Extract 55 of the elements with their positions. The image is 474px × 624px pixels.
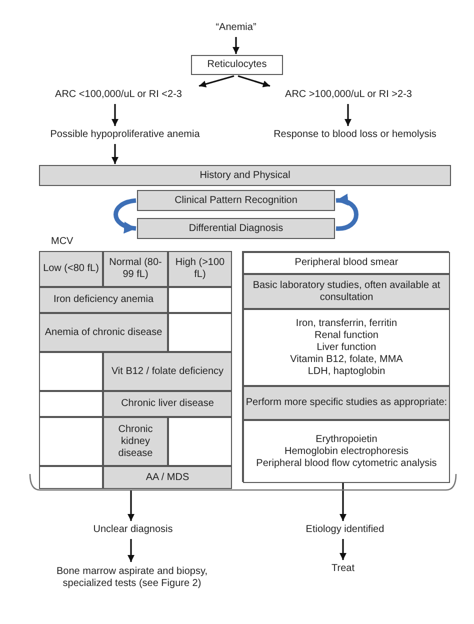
arrow xyxy=(238,75,270,88)
arrow xyxy=(112,144,118,164)
arrow xyxy=(340,483,346,521)
flow-text: ARC <100,000/uL or RI <2-3 xyxy=(40,87,197,103)
table-cell xyxy=(243,420,450,483)
list-item: Renal function xyxy=(314,330,378,342)
flow-text: Etiology identified xyxy=(285,522,405,538)
arrow xyxy=(112,104,118,126)
table-cell xyxy=(168,417,232,466)
table-cell: Anemia of chronic disease xyxy=(39,313,168,352)
table-cell: Chronic liver disease xyxy=(103,391,232,417)
table-cell: Peripheral blood smear xyxy=(243,252,450,274)
table-cell: Chronic kidney disease xyxy=(103,417,168,466)
table-cell xyxy=(39,466,103,489)
table-cell: Normal (80-99 fL) xyxy=(103,251,168,287)
process-box: Reticulocytes xyxy=(191,55,283,75)
table-cell: Perform more specific studies as appropriate: xyxy=(243,386,450,420)
list-item: Iron, transferrin, ferritin xyxy=(296,318,398,330)
arrow xyxy=(128,539,134,562)
table-cell: Low (<80 fL) xyxy=(39,251,103,287)
arrow xyxy=(128,490,134,521)
table-cell: Basic laboratory studies, often available at consultation xyxy=(243,274,450,309)
flow-text: Possible hypoproliferative anemia xyxy=(30,127,220,143)
process-box: Differential Diagnosis xyxy=(137,218,335,239)
arrow xyxy=(340,539,346,560)
process-box: History and Physical xyxy=(39,165,451,186)
table-cell: Iron deficiency anemia xyxy=(39,287,168,313)
table-cell xyxy=(168,287,232,313)
table-cell: Vit B12 / folate deficiency xyxy=(103,352,232,391)
flow-text: Response to blood loss or hemolysis xyxy=(255,127,455,143)
arrow xyxy=(344,104,352,126)
list-item: LDH, haptoglobin xyxy=(308,366,386,378)
table-cell xyxy=(39,352,103,391)
table-cell: AA / MDS xyxy=(103,466,232,489)
flow-text: “Anemia” xyxy=(186,20,286,36)
flow-text: Bone marrow aspirate and biopsy, specialized tests (see Figure 2) xyxy=(35,563,229,593)
table xyxy=(242,251,449,482)
list-item: Liver function xyxy=(316,342,376,354)
table-cell xyxy=(243,309,450,386)
arrow xyxy=(198,75,234,88)
table-cell xyxy=(39,417,103,466)
flow-text: Unclear diagnosis xyxy=(65,522,201,538)
curved-arrow xyxy=(336,194,358,231)
flow-text: ARC >100,000/uL or RI >2-3 xyxy=(270,87,427,103)
table-cell xyxy=(168,313,232,352)
list-item: Hemoglobin electrophoresis xyxy=(284,446,408,458)
process-box: Clinical Pattern Recognition xyxy=(137,190,335,211)
arrow xyxy=(232,37,240,54)
list-item: Erythropoietin xyxy=(316,434,378,446)
table-cell: High (>100 fL) xyxy=(168,251,232,287)
table-cell xyxy=(39,391,103,417)
list-item: Vitamin B12, folate, MMA xyxy=(290,354,403,366)
table-heading: MCV xyxy=(51,236,74,248)
list-item: Peripheral blood flow cytometric analysis xyxy=(256,458,437,470)
flow-text: Treat xyxy=(313,561,373,577)
